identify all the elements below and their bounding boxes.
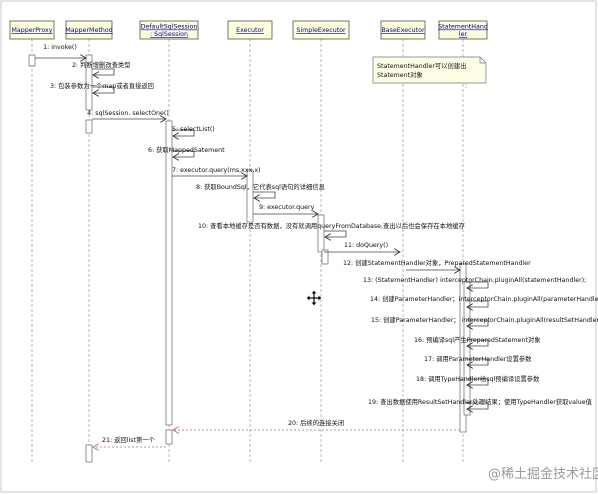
message-3: 3: 包装参数为一个map或者直接返回 (50, 81, 154, 93)
participant-se: SimpleExecutor (292, 20, 350, 40)
activation-bar (85, 444, 93, 463)
message-label: 1: invoke() (43, 44, 77, 51)
activation-bar (246, 169, 254, 223)
message-15: 15: 创建ParameterHandler； interceptorChain… (371, 315, 598, 326)
message-label: 8: 获取BoundSql，它代表sql语句的详细信息 (196, 182, 325, 191)
note-line-1: StatementHandler可以创建出 (377, 61, 466, 70)
message-arrow (253, 191, 276, 198)
participant-ex: Executor (227, 20, 273, 40)
message-7: 7: executor.query(ms,xxx,x) (172, 167, 261, 176)
message-arrow (92, 86, 115, 93)
message-1: 1: invoke() (35, 44, 86, 58)
message-17: 17: 调用ParameterHandler设置参数 (424, 354, 532, 365)
activation-bar (28, 54, 36, 67)
message-20: 20: 后续的连接关闭 (173, 418, 460, 430)
message-label: 10: 查看本地缓存是否有数据，没有就调用queryFromDatabase,查… (198, 221, 466, 230)
message-8: 8: 获取BoundSql，它代表sql语句的详细信息 (196, 182, 325, 198)
message-label: 12: 创建StatementHandler对象，PreparedStateme… (343, 258, 531, 267)
message-14: 14: 创建ParameterHandler；interceptorChain.… (370, 294, 598, 307)
message-arrow (324, 230, 347, 237)
message-arrow (466, 300, 489, 307)
message-label: 6: 获取MappedSatement (148, 145, 225, 154)
message-label: 17: 调用ParameterHandler设置参数 (424, 354, 532, 363)
participant-label-se: SimpleExecutor (296, 27, 346, 34)
message-arrow (466, 281, 489, 288)
message-4: 4: sqlSession. selectOne() (87, 110, 169, 119)
activation-bar (165, 429, 173, 445)
message-label: 15: 创建ParameterHandler； interceptorChain… (371, 315, 598, 324)
note-line-2: Statement对象 (377, 70, 423, 79)
message-label: 14: 创建ParameterHandler；interceptorChain.… (370, 294, 598, 303)
message-arrow (466, 402, 489, 409)
activation-bar (165, 120, 173, 426)
message-label: 7: executor.query(ms,xxx,x) (172, 167, 261, 174)
message-19: 19: 查出数据使用ResultSetHandler处理结果；使用TypeHan… (368, 397, 593, 409)
participant-label-be: BaseExecutor (381, 27, 424, 34)
message-label: 3: 包装参数为一个map或者直接返回 (50, 81, 154, 90)
message-6: 6: 获取MappedSatement (148, 145, 225, 157)
message-label: 20: 后续的连接关闭 (288, 418, 344, 427)
message-13: 13: (StatementHandler) interceptorChain.… (363, 277, 586, 288)
message-5: 5: selectList() (172, 126, 215, 136)
message-arrow (466, 358, 489, 365)
participant-be: BaseExecutor (380, 20, 426, 40)
message-18: 18: 调用TypeHandler给sql预编译设置参数 (416, 374, 540, 385)
participant-label-dss: DefaultSqlSession (141, 24, 198, 31)
message-label: 9: executor.query (259, 204, 315, 211)
message-10: 10: 查看本地缓存是否有数据，没有就调用queryFromDatabase,查… (198, 221, 466, 237)
message-arrow (172, 129, 195, 136)
message-9: 9: executor.query (253, 204, 318, 214)
watermark: @稀土掘金技术社区 (488, 466, 598, 482)
message-arrow (92, 68, 115, 75)
participant-sublabel-sh: ler (459, 31, 468, 38)
message-arrow (172, 150, 195, 157)
message-arrow (466, 378, 489, 385)
activation-bar (85, 119, 93, 134)
message-arrow (466, 339, 489, 346)
message-21: 21: 返回list第一个 (93, 435, 166, 447)
participant-label-mm: MapperMethod (65, 27, 112, 34)
message-label: 2: 判断增删改查类型 (72, 60, 131, 69)
participant-label-mp: MapperProxy (12, 27, 53, 34)
message-label: 21: 返回list第一个 (102, 435, 156, 444)
participant-sh: StatementHandler (438, 20, 488, 40)
message-label: 16: 预编译sql产生PreparedStatement对象 (414, 335, 541, 344)
message-16: 16: 预编译sql产生PreparedStatement对象 (414, 335, 541, 346)
message-11: 11: doQuery() (324, 242, 400, 252)
activation-bar (85, 54, 93, 111)
message-arrow (466, 319, 489, 326)
participant-mp: MapperProxy (9, 20, 55, 40)
message-2: 2: 判断增删改查类型 (72, 60, 131, 75)
move-cursor-icon (307, 291, 321, 305)
activation-bar (321, 249, 329, 265)
participant-label-sh: StatementHand (438, 24, 488, 31)
message-label: 19: 查出数据使用ResultSetHandler处理结果；使用TypeHan… (368, 397, 593, 406)
message-label: 18: 调用TypeHandler给sql预编译设置参数 (416, 374, 540, 383)
participant-mm: MapperMethod (65, 20, 113, 40)
message-label: 13: (StatementHandler) interceptorChain.… (363, 277, 586, 284)
message-label: 5: selectList() (172, 126, 215, 133)
message-label: 4: sqlSession. selectOne() (87, 110, 169, 117)
participant-dss: DefaultSqlSession: SqlSession (139, 20, 199, 40)
activation-bar (317, 214, 325, 253)
note: StatementHandler可以创建出 Statement对象 (372, 56, 487, 88)
message-12: 12: 创建StatementHandler对象，PreparedStateme… (343, 258, 531, 270)
participant-label-ex: Executor (236, 27, 264, 34)
message-label: 11: doQuery() (344, 242, 388, 249)
participant-sublabel-dss: : SqlSession (150, 31, 188, 38)
